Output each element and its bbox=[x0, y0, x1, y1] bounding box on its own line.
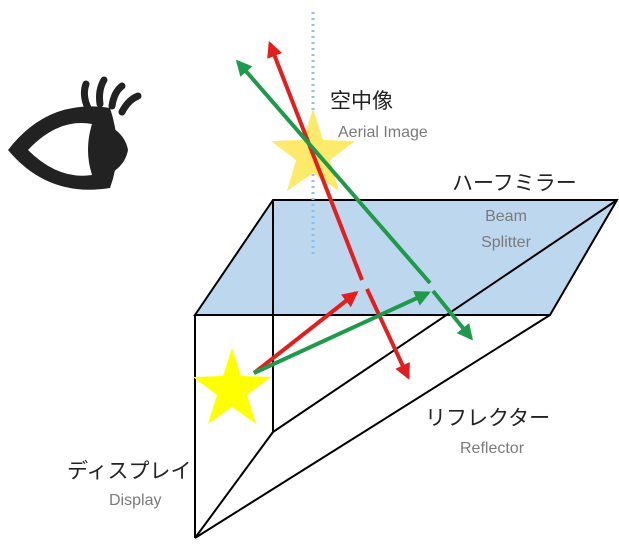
wedge-structure bbox=[194, 199, 618, 539]
green-rays bbox=[235, 59, 474, 375]
display-star-icon bbox=[193, 348, 271, 424]
green-ray-splitter-to-reflector bbox=[431, 289, 474, 341]
red-ray-display-to-splitter bbox=[252, 291, 359, 375]
aerial-image-label-en: Aerial Image bbox=[338, 124, 428, 141]
reflector-label-en: Reflector bbox=[460, 440, 525, 457]
display-label-en: Display bbox=[109, 492, 161, 509]
red-ray-to-viewer bbox=[267, 41, 364, 281]
green-ray-to-viewer bbox=[235, 59, 432, 285]
beam-splitter-label-en-line2: Splitter bbox=[481, 234, 531, 251]
aerial-image-label-jp: 空中像 bbox=[330, 89, 393, 113]
beam-splitter-label-en-line1: Beam bbox=[485, 208, 527, 225]
green-ray-display-to-splitter bbox=[253, 291, 431, 375]
red-rays bbox=[252, 41, 410, 380]
eye-icon bbox=[8, 76, 142, 190]
beam-splitter-label-jp: ハーフミラー bbox=[452, 171, 577, 195]
red-ray-splitter-to-reflector bbox=[365, 288, 410, 380]
display-label-jp: ディスプレイ bbox=[67, 459, 192, 483]
reflector-label-jp: リフレクター bbox=[425, 406, 550, 430]
